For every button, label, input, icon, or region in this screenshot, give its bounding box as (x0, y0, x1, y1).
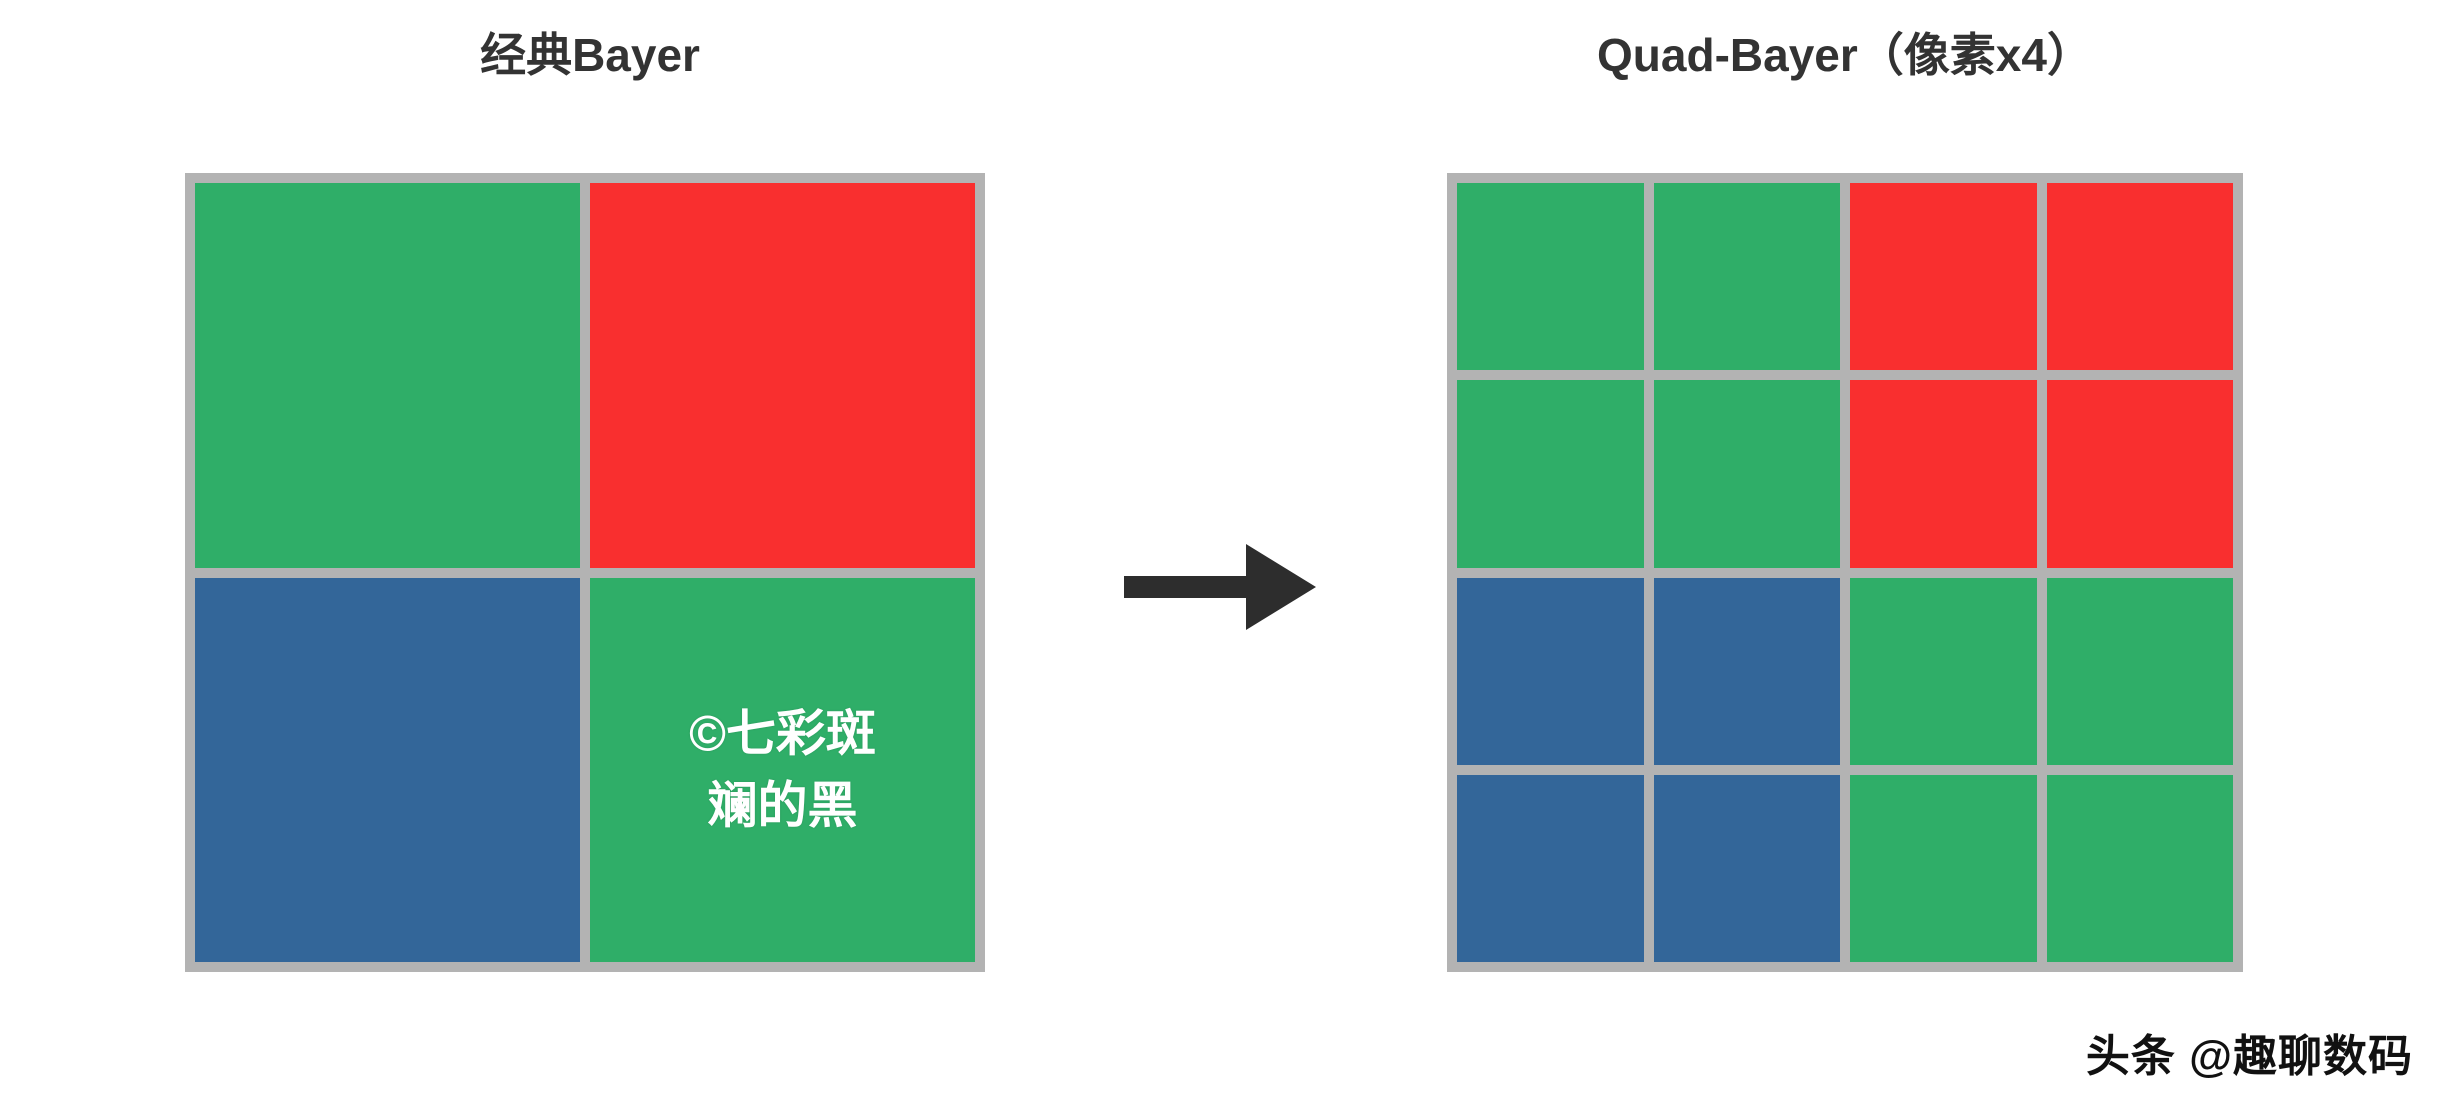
bayer-cell-green (1850, 774, 2037, 962)
bayer-cell-green: ©七彩斑斓的黑 (590, 577, 975, 962)
bayer-cell-red (590, 183, 975, 568)
bayer-cell-green (1850, 577, 2037, 765)
bayer-cell-green (1653, 380, 1840, 568)
bayer-cell-red (1850, 380, 2037, 568)
bayer-cell-red (1850, 183, 2037, 371)
transform-arrow-icon (1080, 512, 1360, 662)
bayer-cell-blue (1653, 577, 1840, 765)
attribution-watermark: 头条 @趣聊数码 (2085, 1032, 2413, 1081)
copyright-watermark: ©七彩斑斓的黑 (590, 697, 975, 842)
quad-bayer-grid (1447, 173, 2243, 972)
watermark-line-2: 斓的黑 (707, 777, 858, 834)
bayer-cell-green (1457, 183, 1644, 371)
bayer-cell-green (2046, 774, 2233, 962)
bayer-cell-red (2046, 183, 2233, 371)
watermark-line-1: ©七彩斑 (689, 705, 876, 762)
bayer-cell-blue (1457, 577, 1644, 765)
bayer-cell-blue (195, 577, 580, 962)
bayer-cell-green (1653, 183, 1840, 371)
bayer-cell-red (2046, 380, 2233, 568)
classic-bayer-grid: ©七彩斑斓的黑 (185, 173, 985, 972)
panel-title-quad-bayer: Quad-Bayer（像素x4） (1597, 29, 2093, 81)
bayer-cell-green (1457, 380, 1644, 568)
bayer-cell-green (195, 183, 580, 568)
bayer-cell-blue (1653, 774, 1840, 962)
panel-title-classic-bayer: 经典Bayer (480, 29, 700, 81)
bayer-cell-green (2046, 577, 2233, 765)
bayer-cell-blue (1457, 774, 1644, 962)
